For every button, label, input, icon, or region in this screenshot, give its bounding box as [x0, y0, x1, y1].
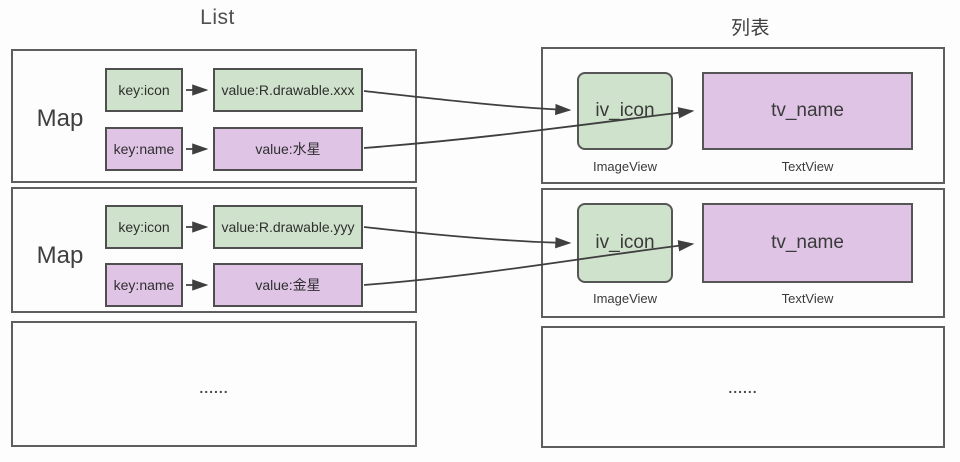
map-label: Map [36, 242, 84, 269]
key-name-box: key:name [105, 127, 183, 171]
list-title: List [200, 6, 235, 29]
imageview-caption: ImageView [592, 291, 658, 306]
textview-caption: TextView [781, 159, 834, 174]
listview-title: 列表 [730, 18, 770, 39]
list-ellipsis: ...... [199, 380, 229, 396]
imageview-box: iv_icon [577, 72, 673, 150]
listview-ellipsis: ...... [728, 380, 758, 396]
textview-caption: TextView [781, 291, 834, 306]
textview-box: tv_name [702, 203, 913, 283]
value-name-box: value:金星 [213, 263, 363, 307]
value-icon-box: value:R.drawable.xxx [213, 68, 363, 112]
key-name-box: key:name [105, 263, 183, 307]
imageview-caption: ImageView [592, 159, 658, 174]
key-icon-box: key:icon [105, 205, 183, 249]
listview-item-more-container [541, 326, 945, 448]
list-row-more-container [11, 321, 417, 447]
key-icon-box: key:icon [105, 68, 183, 112]
value-icon-box: value:R.drawable.yyy [213, 205, 363, 249]
map-label: Map [36, 105, 84, 132]
value-name-box: value:水星 [213, 127, 363, 171]
imageview-box: iv_icon [577, 203, 673, 283]
textview-box: tv_name [702, 72, 913, 150]
